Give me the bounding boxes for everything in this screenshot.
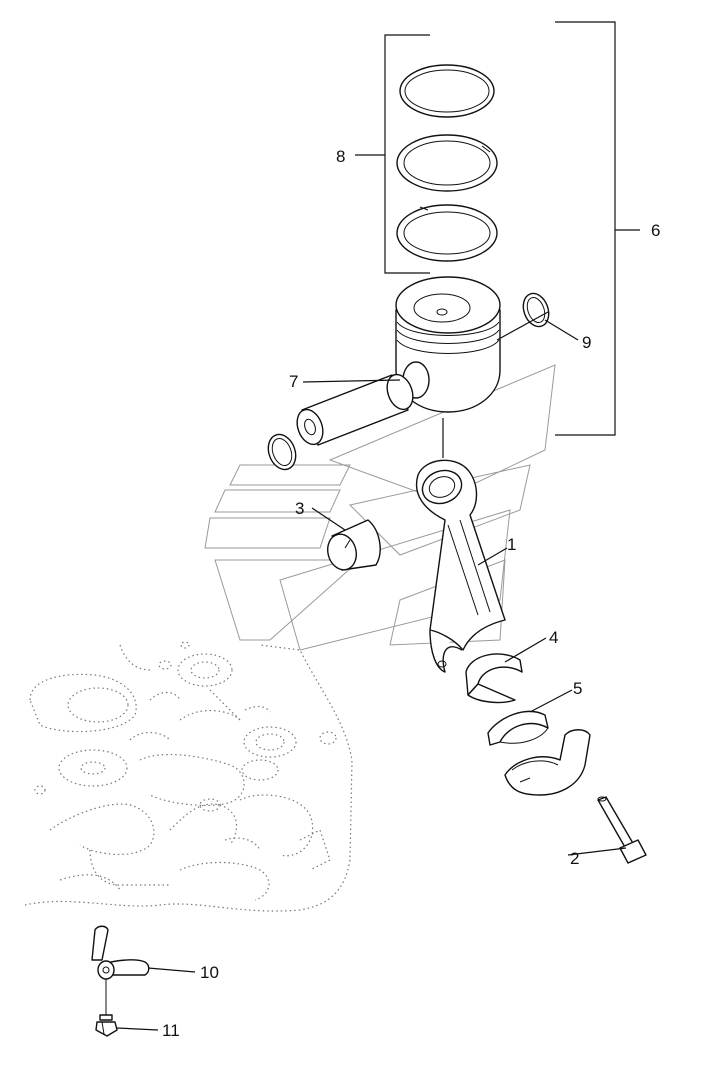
connecting-rod [415,459,506,673]
bearing-shell-upper [465,653,523,704]
callout-8: 8 [336,147,345,166]
piston [395,276,501,413]
leader-lines [116,311,627,1031]
bushing [326,519,381,571]
engine-block-outline [24,641,353,912]
callout-4: 4 [549,628,558,647]
piston-pin [296,373,414,446]
screw [95,1014,118,1037]
callout-6: 6 [651,221,660,240]
bolt [597,796,647,864]
callout-9: 9 [582,333,591,352]
bracket-6 [555,21,640,436]
callout-5: 5 [573,679,582,698]
circlip-lower [267,433,297,471]
bracket-8 [355,34,430,274]
callout-3: 3 [295,499,304,518]
bearing-cap [504,729,591,796]
piston-rings [396,64,498,262]
bearing-shell-lower [487,710,549,746]
callout-2: 2 [570,849,579,868]
callout-1: 1 [507,535,516,554]
callout-10: 10 [200,963,219,982]
callout-11: 11 [162,1021,180,1040]
callout-7: 7 [289,372,298,391]
circlip-9 [522,292,550,328]
pipe-clip [91,925,150,1020]
